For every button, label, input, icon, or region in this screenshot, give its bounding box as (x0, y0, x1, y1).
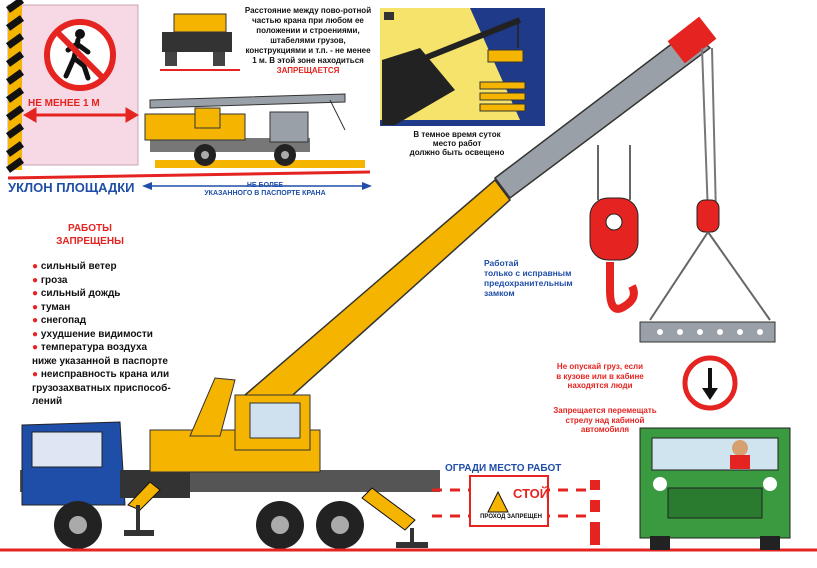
no-pedestrian-icon (44, 19, 116, 91)
top-note: Расстояние между пово-ротной частью кран… (243, 6, 373, 76)
list-item-text: гроза (40, 274, 68, 286)
list-item-text: сильный дождь (40, 288, 121, 299)
slope-note-line1: НЕ БОЛЕЕ (246, 182, 284, 189)
hook-note-line3: предохранительным (484, 278, 573, 288)
list-item: ● гроза (32, 274, 68, 286)
list-item: ● сильный ветер (32, 261, 117, 272)
list-item-text: ухудшение видимости (40, 328, 153, 340)
wall-hazard-stripes (5, 0, 25, 173)
distance-arrow (23, 107, 139, 123)
down-arrow-sign-icon (682, 355, 738, 411)
fence-sign-word: СТОЙ (513, 486, 550, 501)
list-item-text: снегопад (40, 315, 87, 326)
list-item: ● сильный дождь (32, 288, 121, 299)
barrier-fence (432, 475, 600, 545)
warning-triangle-icon (487, 490, 509, 513)
distance-label: НЕ МЕНЕЕ 1 М (28, 98, 100, 109)
boom-note-line2: стрелу над кабиной (565, 415, 645, 425)
slope-note: НЕ БОЛЕЕ УКАЗАННОГО В ПАСПОРТЕ КРАНА (180, 182, 350, 198)
prohibited-title-line2: ЗАПРЕЩЕНЫ (56, 236, 124, 247)
top-note-text: Расстояние между пово-ротной частью кран… (244, 6, 372, 65)
main-crane-boom (243, 16, 717, 422)
boom-note-line3: автомобиля (580, 425, 630, 434)
slope-title: УКЛОН ПЛОЩАДКИ (8, 180, 135, 195)
main-crane-truck (20, 377, 440, 549)
fence-title: ОГРАДИ МЕСТО РАБОТ (445, 463, 562, 474)
list-item-text: неисправность крана или (40, 369, 170, 380)
list-item-text: температура воздуха (40, 342, 148, 353)
slope-indicator (7, 170, 372, 190)
prohibited-title-line1: РАБОТЫ (68, 223, 112, 234)
lamp-icon (384, 12, 394, 20)
people-note-line1: Не опускай груз, если (556, 362, 644, 371)
green-truck (639, 427, 791, 550)
fence-sign-sub: ПРОХОД ЗАПРЕЩЕН (480, 514, 542, 520)
list-item-cont: ниже указанной в паспорте (32, 355, 168, 367)
list-item: ● снегопад (32, 315, 87, 326)
crane-rear-view (160, 13, 240, 71)
hook-note-line4: замком (484, 288, 515, 298)
list-item: ● ухудшение видимости (32, 328, 153, 340)
hook-with-load (639, 199, 776, 343)
night-note-line3: должно быть освещено (409, 148, 505, 157)
hook-note-line2: только с исправным (484, 268, 572, 278)
list-item-cont: лений (32, 396, 63, 407)
night-note-line2: место работ (432, 139, 482, 148)
boom-note: Запрещается перемещать стрелу над кабино… (540, 406, 670, 435)
hook-note-line1: Работай (484, 258, 519, 268)
list-item-text: сильный ветер (40, 261, 117, 272)
prohibited-list: ● сильный ветер ● гроза ● сильный дождь … (32, 260, 171, 409)
night-panel (380, 8, 545, 126)
outrigger-right (361, 487, 428, 548)
list-item-cont: грузозахватных приспособ- (32, 382, 171, 394)
boom-note-line1: Запрещается перемещать (553, 406, 657, 415)
hook-note: Работай только с исправным предохранител… (484, 258, 573, 298)
list-item-text: туман (40, 301, 71, 313)
list-item: ● туман (32, 301, 71, 313)
night-note: В темное время суток место работ должно … (392, 130, 522, 157)
list-item: ● неисправность крана или (32, 369, 170, 380)
people-note: Не опускай груз, если в кузове или в каб… (540, 362, 660, 391)
slope-note-line2: УКАЗАННОГО В ПАСПОРТЕ КРАНА (204, 190, 326, 197)
hook-large (589, 145, 639, 313)
people-note-line2: в кузове или в кабине (556, 371, 644, 381)
people-note-line3: находятся люди (567, 381, 633, 390)
crane-side-view (144, 93, 365, 168)
prohibited-title: РАБОТЫ ЗАПРЕЩЕНЫ (30, 222, 150, 248)
top-note-highlight: ЗАПРЕЩАЕТСЯ (276, 66, 340, 75)
list-item: ● температура воздуха (32, 342, 148, 353)
outrigger-left (124, 481, 161, 536)
night-note-line1: В темное время суток (413, 130, 501, 139)
